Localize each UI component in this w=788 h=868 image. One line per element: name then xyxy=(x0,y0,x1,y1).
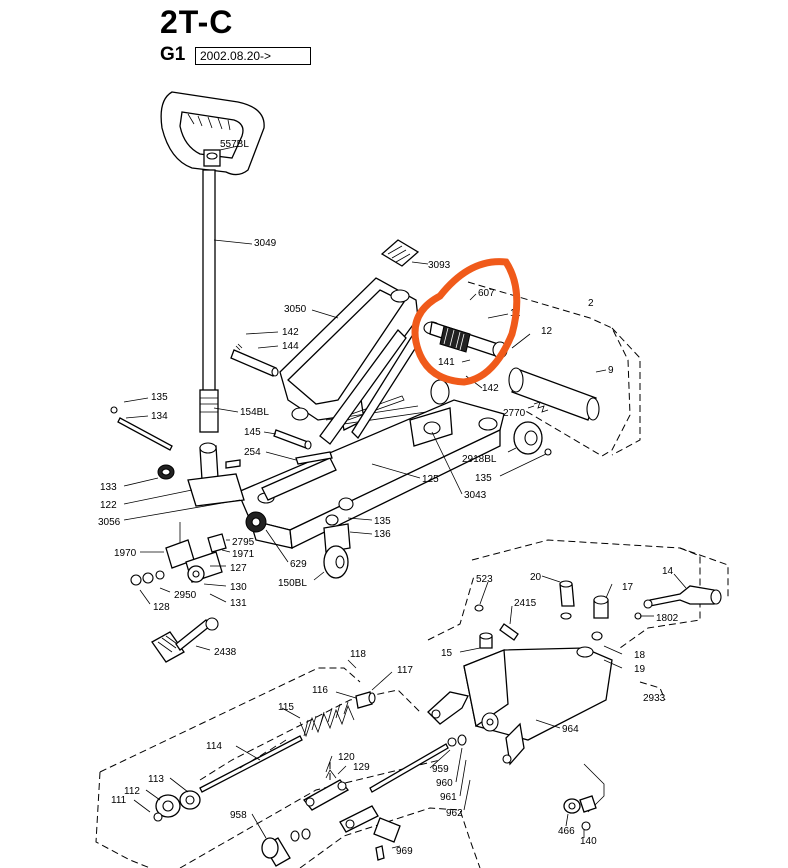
part-label-134: 134 xyxy=(151,411,168,422)
part-label-962: 962 xyxy=(446,808,463,819)
part-label-133: 133 xyxy=(100,482,117,493)
part-label-466: 466 xyxy=(558,826,575,837)
part-label-1970: 1970 xyxy=(114,548,137,559)
part-label-128: 128 xyxy=(153,602,170,613)
part-label-3049: 3049 xyxy=(254,238,277,249)
part-label-135-b: 135 xyxy=(475,473,492,484)
part-label-607: 607 xyxy=(478,288,495,299)
part-label-120: 120 xyxy=(338,752,355,763)
date-range-box: 2002.08.20-> xyxy=(195,47,311,65)
part-label-115: 115 xyxy=(278,702,294,713)
part-label-2415: 2415 xyxy=(514,598,537,609)
wheel-2918BL xyxy=(507,421,543,455)
part-label-523: 523 xyxy=(476,574,493,585)
part-label-961: 961 xyxy=(440,792,457,803)
pad-3093 xyxy=(380,239,429,267)
pin-134 xyxy=(110,397,173,451)
part-label-3056: 3056 xyxy=(98,517,121,528)
part-label-2770: 2770 xyxy=(503,408,526,419)
part-label-2795: 2795 xyxy=(232,537,255,548)
part-label-118: 118 xyxy=(350,649,366,660)
part-label-135-c: 135 xyxy=(374,516,391,527)
group-outline-118 xyxy=(95,667,481,868)
part-label-125: 125 xyxy=(422,474,439,485)
release-linkage xyxy=(130,522,231,605)
part-label-112: 112 xyxy=(124,786,140,797)
group-label: G1 xyxy=(160,44,186,65)
part-label-3093: 3093 xyxy=(428,260,451,271)
part-label-2933: 2933 xyxy=(643,693,666,704)
part-label-116: 116 xyxy=(312,685,328,696)
part-label-1802: 1802 xyxy=(656,613,679,624)
part-label-254: 254 xyxy=(244,447,261,458)
highlight-circle xyxy=(411,258,521,386)
part-label-141: 141 xyxy=(438,357,455,368)
handle-assembly xyxy=(160,91,265,433)
part-label-114: 114 xyxy=(206,741,222,752)
part-label-136: 136 xyxy=(374,529,391,540)
pedal-2438 xyxy=(151,617,219,663)
part-label-969: 969 xyxy=(396,846,413,857)
part-label-154BL: 154BL xyxy=(240,407,269,418)
part-label-19: 19 xyxy=(634,664,646,675)
part-label-959: 959 xyxy=(432,764,449,775)
part-label-135-a: 135 xyxy=(151,392,168,403)
part-label-117: 117 xyxy=(397,665,413,676)
sleeve-9 xyxy=(508,367,607,421)
part-label-958: 958 xyxy=(230,810,247,821)
part-label-150BL: 150BL xyxy=(278,578,307,589)
part-label-130: 130 xyxy=(230,582,247,593)
part-label-113: 113 xyxy=(148,774,164,785)
pins-142-144 xyxy=(230,331,279,377)
part-label-2: 2 xyxy=(588,298,594,309)
part-label-127: 127 xyxy=(230,563,247,574)
part-label-12: 12 xyxy=(541,326,553,337)
part-label-2950: 2950 xyxy=(174,590,197,601)
part-label-3043: 3043 xyxy=(464,490,487,501)
roller-pin-141 xyxy=(423,293,531,405)
part-label-964: 964 xyxy=(562,724,579,735)
part-label-145: 145 xyxy=(244,427,261,438)
part-label-9: 9 xyxy=(608,365,614,376)
part-label-15: 15 xyxy=(441,648,453,659)
part-label-142-b: 142 xyxy=(282,327,299,338)
lift-arm-3050 xyxy=(279,277,419,431)
caster-150BL xyxy=(245,511,373,581)
part-label-144: 144 xyxy=(282,341,299,352)
part-label-17: 17 xyxy=(622,582,634,593)
pin-254 xyxy=(265,451,333,465)
part-label-2438: 2438 xyxy=(214,647,237,658)
group-outline-2 xyxy=(467,281,641,457)
piston-assembly xyxy=(133,659,471,867)
part-label-3050: 3050 xyxy=(284,304,307,315)
part-label-14: 14 xyxy=(662,566,674,577)
part-label-1971: 1971 xyxy=(232,549,255,560)
part-label-20: 20 xyxy=(530,572,542,583)
part-label-111: 111 xyxy=(111,795,127,806)
hose-14 xyxy=(634,573,722,620)
part-label-122: 122 xyxy=(100,500,117,511)
group-outline-pump xyxy=(427,539,729,701)
part-label-557BL: 557BL xyxy=(220,139,249,150)
part-label-18: 18 xyxy=(634,650,646,661)
part-label-140: 140 xyxy=(580,836,597,847)
fork-assembly xyxy=(123,442,245,521)
pump-fittings xyxy=(459,575,623,669)
part-label-131: 131 xyxy=(230,598,247,609)
model-title: 2T-C xyxy=(160,4,234,40)
part-label-2918BL: 2918BL xyxy=(462,454,497,465)
pin-145 xyxy=(263,429,312,450)
spring-2770 xyxy=(527,401,549,413)
part-label-960: 960 xyxy=(436,778,453,789)
part-label-129: 129 xyxy=(353,762,370,773)
valve-466 xyxy=(563,763,605,838)
part-label-142-a: 142 xyxy=(482,383,499,394)
pump-body-964 xyxy=(427,646,613,766)
part-label-629: 629 xyxy=(290,559,307,570)
